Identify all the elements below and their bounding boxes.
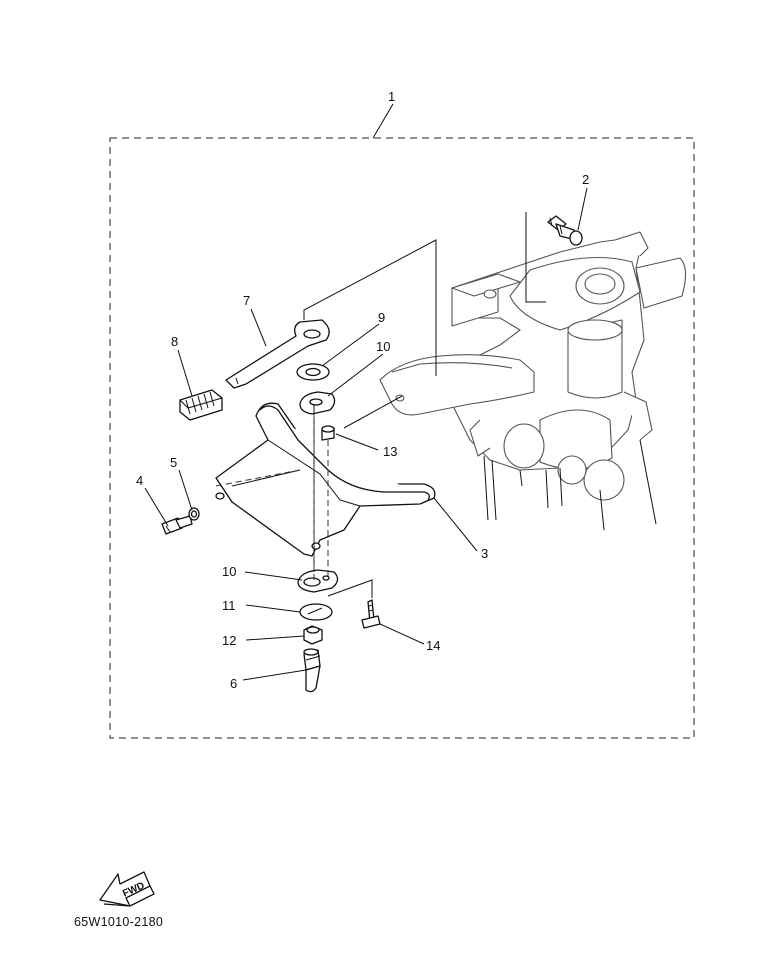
- label-part-11: 11: [222, 598, 236, 613]
- part-2-fitting: [547, 215, 583, 246]
- label-part-14: 14: [426, 638, 440, 653]
- part-13-collar: [321, 425, 335, 441]
- part-3-trim-bracket: [215, 402, 436, 557]
- label-part-10-lower: 10: [222, 564, 236, 579]
- part-6-anode-pin: [303, 648, 321, 693]
- label-part-9: 9: [378, 310, 385, 325]
- part-14-screw: [361, 599, 381, 629]
- clamp-bracket-housing: [379, 231, 687, 531]
- label-part-4: 4: [136, 473, 143, 488]
- part-11-gasket: [299, 603, 333, 621]
- label-part-1: 1: [388, 89, 395, 104]
- label-part-12: 12: [222, 633, 236, 648]
- label-part-3: 3: [481, 546, 488, 561]
- label-leaders: [144, 103, 588, 681]
- label-part-2: 2: [582, 172, 589, 187]
- assembly-boundary: [109, 137, 695, 739]
- part-12-nut: [303, 625, 323, 645]
- fwd-arrow-icon: FWD: [99, 871, 155, 907]
- part-7-lever-plate: [225, 319, 330, 389]
- drawing-code: 65W1010-2180: [74, 915, 163, 929]
- part-10-plate-lower: [297, 569, 339, 593]
- label-part-5: 5: [170, 455, 177, 470]
- label-part-7: 7: [243, 293, 250, 308]
- part-9-washer: [296, 363, 330, 381]
- part-10-plate-upper: [299, 391, 336, 415]
- label-part-10-upper: 10: [376, 339, 390, 354]
- label-part-6: 6: [230, 676, 237, 691]
- label-part-13: 13: [383, 444, 397, 459]
- assembly-lines: [215, 212, 546, 598]
- part-5-washer: [188, 507, 200, 521]
- part-4-bolt: [161, 515, 193, 535]
- part-8-grip: [179, 389, 223, 421]
- part-number-labels: 1 2 3 4 5 6 7 8 9 10 10 11 12 13 14: [136, 89, 589, 691]
- label-part-8: 8: [171, 334, 178, 349]
